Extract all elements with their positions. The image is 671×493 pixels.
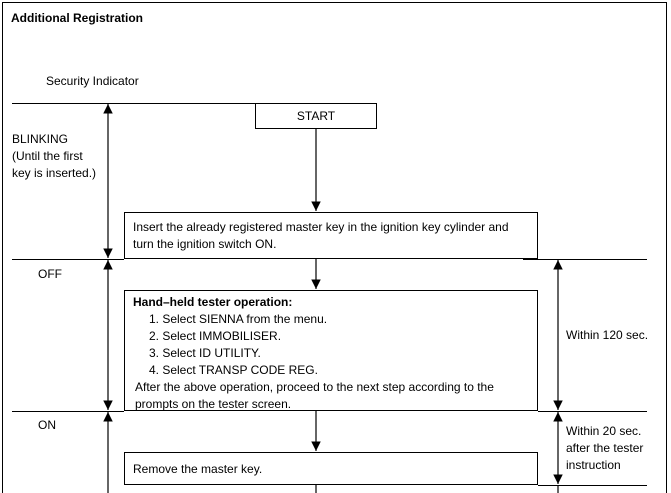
tester-after-line2: prompts on the tester screen. xyxy=(135,397,292,411)
timing-20-line1: Within 20 sec. xyxy=(566,424,642,438)
step-end-line-right xyxy=(538,485,647,486)
tester-item-3: 3. Select ID UTILITY. xyxy=(149,346,261,360)
state-on-label: ON xyxy=(38,418,56,432)
timing-20-line3: instruction xyxy=(566,458,621,472)
step-insert-key-line2: turn the ignition switch ON. xyxy=(133,237,277,251)
off-start-line-left xyxy=(12,259,124,260)
step-remove-key-box: Remove the master key. xyxy=(124,452,538,485)
timing-120-label: Within 120 sec. xyxy=(566,328,649,342)
blinking-note-text-1: (Until the first xyxy=(12,149,83,163)
tester-item-2: 2. Select IMMOBILISER. xyxy=(149,329,282,343)
state-blinking-note-line2: key is inserted.) xyxy=(12,166,97,180)
off-start-line-right xyxy=(523,259,647,260)
state-blinking-note-line1: (Until the first xyxy=(12,148,106,165)
state-blinking-label: BLINKING xyxy=(12,132,69,146)
start-label: START xyxy=(296,109,336,123)
diagram-title: Additional Registration xyxy=(11,11,143,25)
on-start-line-right xyxy=(538,411,647,412)
step-tester-box: Hand–held tester operation: 1. Select SI… xyxy=(124,290,538,411)
tester-item-4: 4. Select TRANSP CODE REG. xyxy=(149,363,318,377)
blinking-top-line xyxy=(12,103,255,104)
step-insert-key-line1: Insert the already registered master key… xyxy=(133,220,509,234)
state-off-label: OFF xyxy=(38,267,62,281)
on-start-line-left xyxy=(12,411,124,412)
start-box: START xyxy=(255,103,377,129)
tester-item-1: 1. Select SIENNA from the menu. xyxy=(149,312,328,326)
tester-heading: Hand–held tester operation: xyxy=(133,295,293,309)
timing-20-line2: after the tester xyxy=(566,441,644,455)
tester-after-line1: After the above operation, proceed to th… xyxy=(135,380,494,394)
indicator-header: Security Indicator xyxy=(46,74,139,88)
step-insert-key-box: Insert the already registered master key… xyxy=(124,212,538,259)
step-remove-key-text: Remove the master key. xyxy=(133,462,263,476)
